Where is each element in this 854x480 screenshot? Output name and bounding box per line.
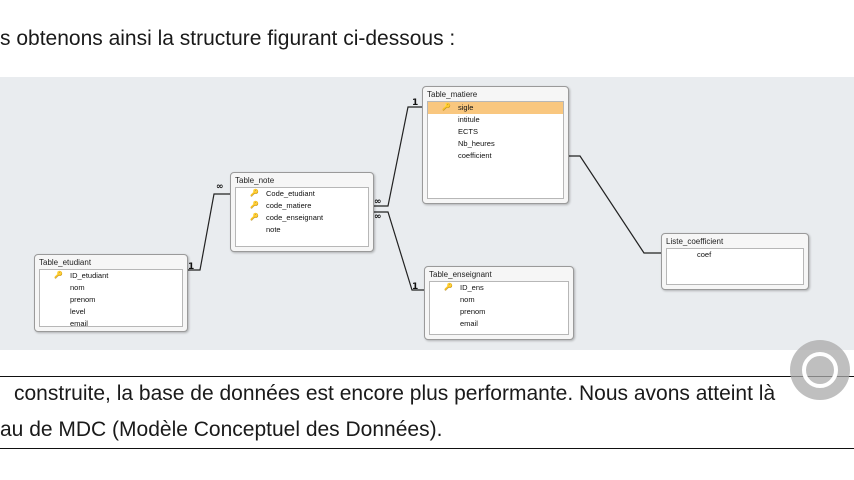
table-field[interactable]: 🔑 Code_etudiant (236, 188, 368, 200)
field-name: nom (70, 283, 85, 292)
field-name: coef (697, 250, 712, 259)
primary-key-icon: 🔑 (442, 104, 451, 111)
link-note-matiere (372, 106, 422, 207)
table-field[interactable]: nom (430, 294, 568, 306)
table-field[interactable]: 🔑 ID_etudiant (40, 270, 182, 282)
table-title: Table_note (235, 176, 275, 185)
table-field[interactable]: 🔑 sigle (428, 102, 563, 114)
field-name: Code_etudiant (266, 189, 315, 198)
table-field[interactable]: email (430, 318, 568, 330)
table-field[interactable]: prenom (40, 294, 182, 306)
link-matiere-coefficient (567, 155, 661, 254)
card-many-note-etudiant: ∞ (216, 182, 224, 192)
table-note[interactable]: Table_note 🔑 Code_etudiant 🔑 code_matiere 🔑 c… (230, 172, 374, 252)
field-list: 🔑 Code_etudiant 🔑 code_matiere 🔑 code_enseign… (235, 187, 369, 247)
field-name: sigle (458, 103, 474, 112)
primary-key-icon: 🔑 (250, 190, 259, 197)
card-many-note-matiere: ∞ (374, 197, 382, 207)
card-many-note-enseignant: ∞ (374, 212, 382, 222)
primary-key-icon: 🔑 (54, 272, 63, 279)
table-field[interactable]: 🔑 ID_ens (430, 282, 568, 294)
primary-key-icon: 🔑 (444, 284, 453, 291)
table-field[interactable]: Nb_heures (428, 138, 563, 150)
field-name: email (70, 319, 88, 328)
conclusion-text-1: construite, la base de données est encor… (14, 382, 776, 405)
intro-text: s obtenons ainsi la structure figurant c… (0, 27, 456, 50)
table-title: Liste_coefficient (666, 237, 724, 246)
table-field[interactable]: nom (40, 282, 182, 294)
circle-icon (802, 352, 838, 388)
card-one-enseignant: 1 (412, 282, 419, 292)
field-name: note (266, 225, 281, 234)
field-name: prenom (70, 295, 96, 304)
table-field[interactable]: email (40, 318, 182, 330)
field-name: ECTS (458, 127, 479, 136)
field-name: nom (460, 295, 475, 304)
primary-key-icon: 🔑 (250, 214, 259, 221)
field-name: code_matiere (266, 201, 312, 210)
field-name: prenom (460, 307, 486, 316)
field-name: ID_etudiant (70, 271, 109, 280)
field-name: Nb_heures (458, 139, 495, 148)
table-title: Table_etudiant (39, 258, 92, 267)
divider-line (0, 376, 854, 377)
field-list: coef (666, 248, 804, 285)
conclusion-text-2: au de MDC (Modèle Conceptuel des Données… (0, 418, 443, 441)
table-title: Table_enseignant (429, 270, 492, 279)
floating-scroll-button[interactable] (790, 340, 850, 400)
divider-line (0, 448, 854, 449)
card-one-matiere: 1 (412, 98, 419, 108)
table-field[interactable]: ECTS (428, 126, 563, 138)
card-one-etudiant: 1 (188, 262, 195, 272)
table-field[interactable]: level (40, 306, 182, 318)
table-title: Table_matiere (427, 90, 478, 99)
table-field[interactable]: 🔑 code_enseignant (236, 212, 368, 224)
table-field[interactable]: coefficient (428, 150, 563, 162)
field-name: level (70, 307, 86, 316)
primary-key-icon: 🔑 (250, 202, 259, 209)
field-name: code_enseignant (266, 213, 324, 222)
field-name: email (460, 319, 478, 328)
link-note-enseignant (372, 211, 424, 291)
link-etudiant-note (186, 193, 230, 271)
field-name: coefficient (458, 151, 492, 160)
table-liste-coefficient[interactable]: Liste_coefficient coef (661, 233, 809, 290)
table-field[interactable]: note (236, 224, 368, 236)
table-field[interactable]: 🔑 code_matiere (236, 200, 368, 212)
table-field[interactable]: coef (667, 249, 803, 261)
field-name: intitule (458, 115, 480, 124)
table-field[interactable]: prenom (430, 306, 568, 318)
field-name: ID_ens (460, 283, 484, 292)
table-field[interactable]: intitule (428, 114, 563, 126)
